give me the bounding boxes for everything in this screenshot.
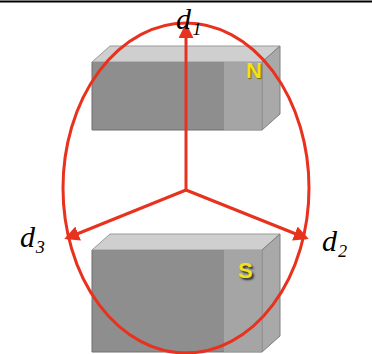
magnet-side-face — [262, 234, 280, 352]
direction-arrow — [185, 26, 188, 190]
direction-arrow — [186, 190, 306, 238]
axis-label: d₂ — [322, 226, 347, 256]
red-circle — [63, 23, 309, 353]
top-rule-line — [0, 1, 372, 3]
magnet-south: S — [88, 228, 284, 354]
magnet-front-face — [92, 62, 262, 130]
axis-label: d₁ — [176, 4, 201, 34]
magnet-front-face — [92, 250, 262, 352]
pole-letter: N — [246, 60, 262, 82]
direction-arrow — [67, 190, 186, 238]
magnet-top-face — [92, 234, 280, 250]
axis-label: d₃ — [20, 222, 45, 252]
pole-letter: S — [238, 260, 253, 282]
magnet-highlight — [224, 250, 262, 352]
magnet-block — [88, 228, 284, 354]
magnet-side-face — [262, 46, 280, 130]
